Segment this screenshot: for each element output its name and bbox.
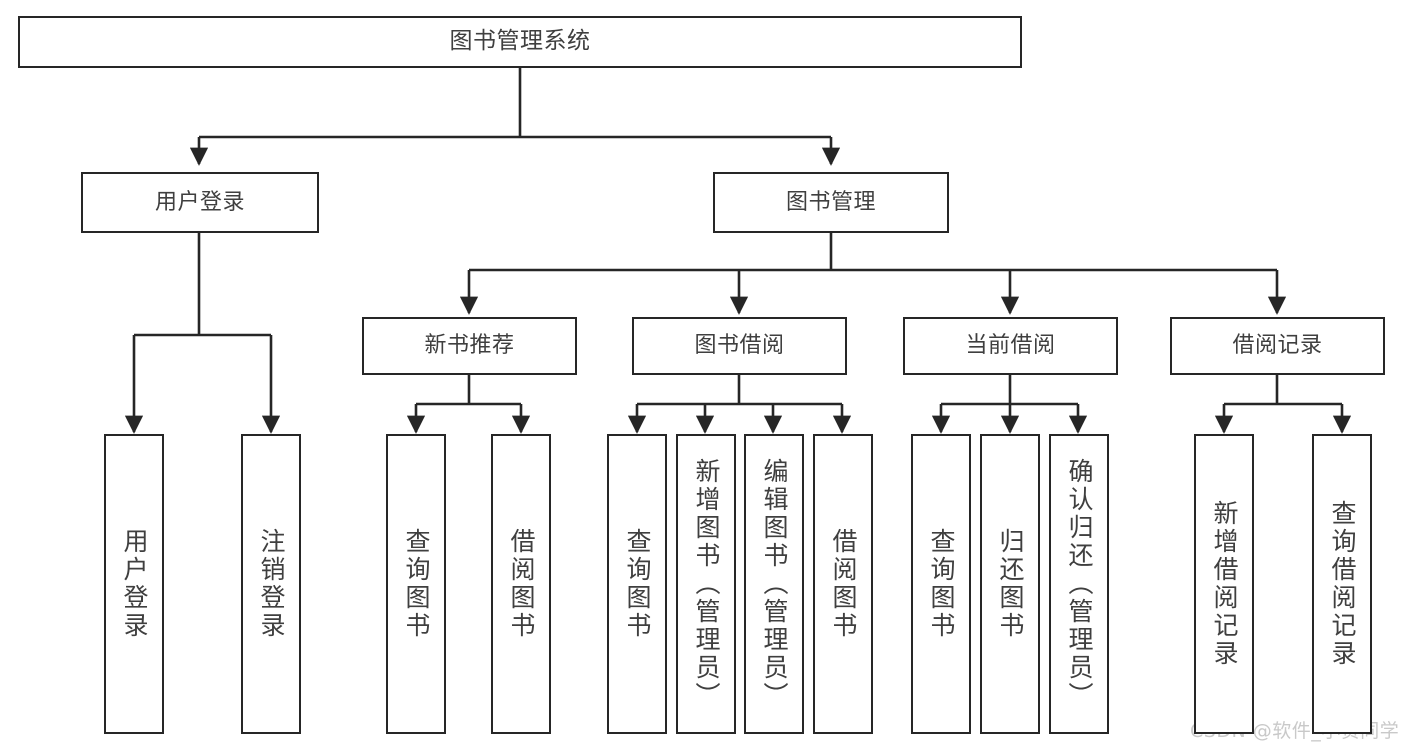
node-leaf-query-record[interactable]: 查询借阅记录 <box>1312 434 1372 734</box>
node-leaf-logout-login[interactable]: 注销登录 <box>241 434 301 734</box>
node-label: 图书管理 <box>785 189 876 215</box>
node-label: 注销登录 <box>257 528 286 640</box>
node-label: 借阅图书 <box>507 528 536 640</box>
node-label: 借阅记录 <box>1232 333 1323 359</box>
node-label: 新书推荐 <box>424 333 515 359</box>
node-label: 图书管理系统 <box>449 28 591 55</box>
node-leaf-confirm-return[interactable]: 确认归还（管理员） <box>1049 434 1109 734</box>
node-leaf-borrow-book-1[interactable]: 借阅图书 <box>491 434 551 734</box>
node-label: 查询图书 <box>402 528 431 640</box>
node-leaf-borrow-book-2[interactable]: 借阅图书 <box>813 434 873 734</box>
node-user-login[interactable]: 用户登录 <box>81 172 319 233</box>
node-leaf-query-book-1[interactable]: 查询图书 <box>386 434 446 734</box>
node-label: 用户登录 <box>154 189 245 215</box>
node-label: 借阅图书 <box>829 528 858 640</box>
node-label: 查询借阅记录 <box>1328 500 1357 668</box>
node-label: 新增图书（管理员） <box>692 458 721 710</box>
node-new-book-recommend[interactable]: 新书推荐 <box>362 317 577 375</box>
node-label: 归还图书 <box>996 528 1025 640</box>
node-book-management[interactable]: 图书管理 <box>713 172 949 233</box>
node-label: 编辑图书（管理员） <box>760 458 789 710</box>
node-label: 图书借阅 <box>694 333 785 359</box>
node-leaf-edit-book[interactable]: 编辑图书（管理员） <box>744 434 804 734</box>
node-label: 查询图书 <box>927 528 956 640</box>
node-book-borrow[interactable]: 图书借阅 <box>632 317 847 375</box>
node-leaf-query-book-3[interactable]: 查询图书 <box>911 434 971 734</box>
node-borrow-record[interactable]: 借阅记录 <box>1170 317 1385 375</box>
node-label: 用户登录 <box>120 528 149 640</box>
node-leaf-add-record[interactable]: 新增借阅记录 <box>1194 434 1254 734</box>
node-label: 当前借阅 <box>965 333 1056 359</box>
node-label: 确认归还（管理员） <box>1065 458 1094 710</box>
node-leaf-add-book[interactable]: 新增图书（管理员） <box>676 434 736 734</box>
node-book-management-system[interactable]: 图书管理系统 <box>18 16 1022 68</box>
node-leaf-return-book[interactable]: 归还图书 <box>980 434 1040 734</box>
node-leaf-user-login[interactable]: 用户登录 <box>104 434 164 734</box>
node-label: 查询图书 <box>623 528 652 640</box>
node-leaf-query-book-2[interactable]: 查询图书 <box>607 434 667 734</box>
node-label: 新增借阅记录 <box>1210 500 1239 668</box>
node-current-borrow[interactable]: 当前借阅 <box>903 317 1118 375</box>
